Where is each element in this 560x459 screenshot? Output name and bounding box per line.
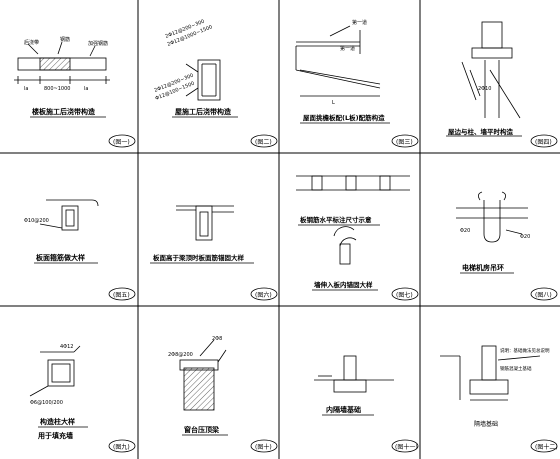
panel-2: 2Φ12@200~300 2Φ12@1000~1500 2Φ12@200~300… <box>154 19 278 148</box>
caption-panel-12: 隔墙基础 <box>474 420 498 428</box>
index-panel-10: (图十) <box>255 443 272 451</box>
panel-1: 后浇带 钢筋 加强钢筋 la 800~1000 la 楼板施工后浇带构造 (图一… <box>14 36 136 148</box>
label-p12-b: 钢筋混凝土基础 <box>500 365 532 372</box>
label-p5-a: Φ10@200 <box>24 218 49 224</box>
label-p9-a: 4Φ12 <box>60 344 73 350</box>
panel-10: 2Φ8@200 2Φ8 窗台压顶梁 (图十) <box>168 336 278 453</box>
caption2-panel-9: 用于填充墙 <box>38 431 73 440</box>
label-p9-b: Φ6@100/200 <box>30 400 63 406</box>
label-p4-a: 2Φ10 <box>478 86 491 92</box>
caption-panel-5: 板面箍筋做大样 <box>36 253 85 262</box>
caption-panel-11: 内隔墙基础 <box>326 405 361 414</box>
label-p8-a: Φ20 <box>520 234 530 240</box>
caption-panel-10: 窗台压顶梁 <box>184 425 220 434</box>
label-p8-b: Φ20 <box>460 228 470 234</box>
panel-9: 4Φ12 Φ6@100/200 构造柱大样 用于填充墙 (图九) <box>29 344 136 453</box>
index-panel-3: (图三) <box>396 139 413 146</box>
panel-5: Φ10@200 板面箍筋做大样 (图五) <box>24 199 136 301</box>
label-p3-c: L <box>332 100 335 106</box>
label-post-pour: 后浇带 <box>24 39 39 46</box>
caption-panel-1: 楼板施工后浇带构造 <box>32 107 96 116</box>
label-p10-b: 2Φ8 <box>212 336 222 342</box>
dim-width: 800~1000 <box>44 86 70 92</box>
dim-la-left: la <box>24 86 28 92</box>
index-panel-4: (图四) <box>535 139 552 146</box>
label-extra-rebar: 加强钢筋 <box>88 40 108 47</box>
index-panel-7: (图七) <box>396 291 413 299</box>
caption-panel-9: 构造柱大样 <box>40 417 75 426</box>
label-p12-a: 说明：基础做法见总说明 <box>500 347 550 354</box>
caption-panel-8: 电梯机房吊环 <box>462 263 504 272</box>
label-rebar: 钢筋 <box>60 36 70 43</box>
caption-panel-7: 板钢筋水平标注尺寸示意 <box>300 215 372 224</box>
panel-4: 2Φ10 屋边与柱、墙平时构造 (图四) <box>446 21 558 148</box>
index-panel-12: (图十二) <box>535 443 558 451</box>
caption2-panel-7: 墙伸入板内锚固大样 <box>314 280 373 289</box>
panel-6: 板面高于梁顶时板面筋锚固大样 (图六) <box>150 205 278 301</box>
label-p3-b: 第一道 <box>340 45 355 52</box>
caption-panel-2: 屋施工后浇带构造 <box>175 107 232 116</box>
caption-panel-3: 屋面挑檐板配(L板)配筋构造 <box>303 113 385 122</box>
caption-panel-6: 板面高于梁顶时板面筋锚固大样 <box>153 253 245 262</box>
index-panel-2: (图二) <box>255 139 272 146</box>
panel-3: 第一道 第一道 L 屋面挑檐板配(L板)配筋构造 (图三) <box>295 19 419 148</box>
panel-12: 说明：基础做法见总说明 钢筋混凝土基础 隔墙基础 (图十二) <box>440 345 558 453</box>
index-panel-6: (图六) <box>255 291 272 299</box>
dim-la-right: la <box>84 86 88 92</box>
index-panel-9: (图九) <box>113 443 130 451</box>
panel-7: 板钢筋水平标注尺寸示意 墙伸入板内锚固大样 (图七) <box>296 175 419 301</box>
index-panel-11: (图十一) <box>395 443 418 451</box>
index-panel-5: (图五) <box>113 292 130 299</box>
label-p10-a: 2Φ8@200 <box>168 352 193 358</box>
panel-11: 内隔墙基础 (图十一) <box>314 355 419 453</box>
index-panel-1: (图一) <box>113 139 130 146</box>
caption-panel-4: 屋边与柱、墙平时构造 <box>448 127 514 136</box>
panel-8: Φ20 Φ20 电梯机房吊环 (图八) <box>456 191 558 301</box>
index-panel-8: (图八) <box>535 292 552 299</box>
label-p3-a: 第一道 <box>352 19 367 26</box>
